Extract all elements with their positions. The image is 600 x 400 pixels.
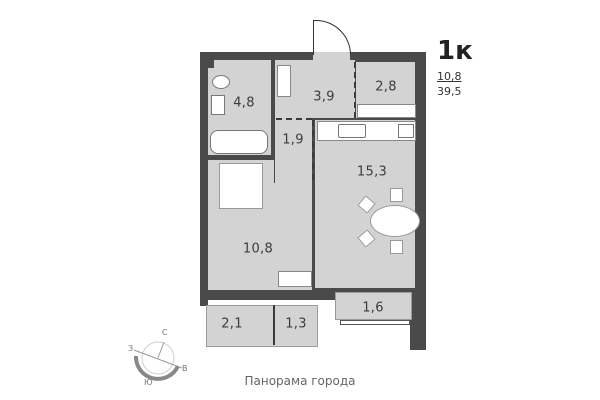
sink-icon (211, 95, 225, 115)
room-corridor (275, 118, 312, 183)
toilet-icon (212, 75, 230, 89)
wardrobe-icon (277, 65, 291, 97)
chair-icon (390, 240, 403, 254)
living-area-value: 10,8 (437, 70, 462, 83)
dining-table-icon (370, 205, 420, 237)
room-area-label: 2,1 (221, 316, 243, 332)
balcony-divider (273, 305, 275, 345)
room-area-label: 3,9 (313, 89, 335, 105)
room-area-label: 1,6 (362, 300, 384, 316)
room-area-label: 15,3 (356, 164, 388, 180)
wardrobe-icon (278, 271, 312, 287)
compass-icon (133, 341, 183, 381)
chair-icon (390, 188, 403, 202)
dashed-divider (312, 120, 314, 180)
room-entry-upper (313, 52, 350, 62)
room-balcony-right (335, 292, 412, 320)
dashed-divider (276, 118, 312, 120)
shelving-icon (357, 104, 416, 118)
view-caption: Панорама города (244, 374, 356, 388)
room-balcony-left (206, 305, 318, 347)
room-area-label: 10,8 (242, 241, 274, 257)
outer-wall-left-lower (200, 290, 208, 306)
compass-north: С (162, 328, 168, 337)
room-area-label: 1,9 (282, 132, 304, 148)
room-area-label: 2,8 (375, 79, 397, 95)
compass-south: Ю (144, 378, 153, 387)
balcony-window (340, 320, 410, 325)
compass-west: З (128, 344, 134, 353)
compass-east: В (182, 364, 188, 373)
outer-wall-right-lower (410, 290, 426, 350)
room-area-label: 1,3 (285, 316, 307, 332)
compass-rose: С Ю В З (128, 328, 188, 390)
bed-icon (219, 163, 263, 209)
wall-notch (208, 60, 214, 68)
sink-icon (398, 124, 414, 138)
bathtub-icon (210, 130, 268, 154)
stove-icon (338, 124, 366, 138)
apartment-type: 1к (437, 36, 473, 66)
total-area-value: 39,5 (437, 85, 462, 98)
room-area-label: 4,8 (233, 95, 255, 111)
entrance-door-icon (313, 20, 351, 55)
dashed-divider (354, 62, 356, 118)
